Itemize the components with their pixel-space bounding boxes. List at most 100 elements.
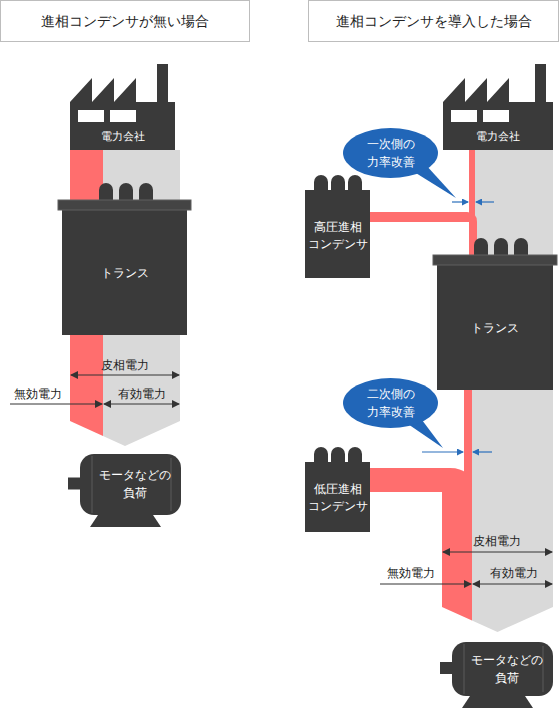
power-label: 皮相電力 [95,357,155,374]
dimension-line [10,404,102,405]
active-power-band [103,335,180,446]
active-power-band [475,150,553,255]
transformer-lid [58,200,191,210]
width-marker [476,201,494,202]
text-area: 進相コンデンサを導入した場合 [308,0,559,42]
bushing [514,238,528,256]
motor-feet [462,696,533,708]
motor-shaft [68,478,82,490]
motor-seam [464,644,465,694]
bushing [331,175,345,191]
power-company-icon: 電力会社 [70,62,175,150]
transformer-body [437,263,553,390]
capacitor-box: 低圧進相 コンデンサ [305,462,370,532]
bushing [139,183,153,201]
reactive-power-band [70,335,103,436]
dimension-line [380,584,471,585]
bushing [331,447,345,463]
transformer-body [62,208,187,335]
node-shape [343,378,438,428]
node-text: モータなどの 負荷 [467,651,547,687]
capacitor-box: 高圧進相 コンデンサ [305,190,370,278]
power-company-icon: 電力会社 [443,62,553,150]
active-power-band [103,150,180,200]
node-text: 電力会社 [476,129,520,146]
node-text: 電力会社 [101,129,145,146]
power-flow-band [70,335,180,446]
capacitor-feed [370,468,472,621]
heading-frame [309,1,559,42]
transformer-lid [433,255,557,265]
dimension-line [443,552,552,553]
text-column: 進相コンデンサを導入した場合 [336,11,532,32]
node-shape [305,462,370,532]
motor-load: モータなどの 負荷 [68,452,183,527]
bushing [348,447,362,463]
text-area: トランス [437,265,553,390]
heading-box: 進相コンデンサを導入した場合 [308,0,559,42]
power-label: 皮相電力 [467,533,527,550]
text-area: 低圧進相 コンデンサ [305,464,370,532]
power-label: 無効電力 [381,565,441,582]
text-column: 進相コンデンサが無い場合 [41,11,209,32]
node-text: トランス [101,264,149,282]
node-text: 二次側の 力率改善 [355,385,426,421]
motor-feet [90,515,161,527]
node-text: モータなどの 負荷 [95,466,175,502]
width-marker [473,451,492,452]
text-area: 電力会社 [70,126,175,148]
power-flow-band [370,468,472,621]
text-column: 電力会社 [476,129,520,146]
capacitor-body [305,190,370,278]
text-area: 進相コンデンサが無い場合 [0,0,250,42]
transformer-box: トランス [62,200,187,335]
bushing [474,238,488,256]
node-text: 進相コンデンサを導入した場合 [336,11,532,32]
motor-seam [543,646,544,692]
node-text: 低圧進相 コンデンサ [305,481,370,516]
text-column: 高圧進相 コンデンサ [305,219,370,254]
capacitor-body [305,462,370,532]
bushing [348,175,362,191]
text-area: モータなどの 負荷 [467,642,547,696]
power-flow-band [464,390,553,632]
factory-building [70,64,175,150]
factory-window [110,110,136,122]
bushing [99,183,113,201]
width-marker [452,201,468,202]
motor-shaft [440,662,454,674]
motor-seam [92,456,93,513]
text-column: モータなどの 負荷 [95,466,175,502]
motor-load: モータなどの 負荷 [440,640,555,708]
text-area: 高圧進相 コンデンサ [305,194,370,278]
power-label: 無効電力 [8,386,68,403]
callout-ellipse [343,128,438,178]
text-column: 一次側の 力率改善 [355,135,426,171]
text-column: 低圧進相 コンデンサ [305,481,370,516]
factory-window [483,110,509,122]
factory-window [451,110,477,122]
heading-frame [1,1,250,42]
reactive-power-band [70,150,103,200]
power-flow-band [70,150,180,200]
dimension-line [104,404,179,405]
node-text: トランス [471,319,519,337]
node-text: 一次側の 力率改善 [355,135,426,171]
callout-ellipse [343,378,438,428]
text-area: 一次側の 力率改善 [355,128,426,178]
power-label: 有効電力 [484,565,544,582]
callout-bubble: 二次側の 力率改善 [343,378,438,428]
motor-body [452,642,553,696]
text-area: 二次側の 力率改善 [355,378,426,428]
factory-window [78,110,104,122]
text-column: 二次側の 力率改善 [355,385,426,421]
node-shape [305,190,370,278]
width-marker [422,451,463,452]
text-column: トランス [101,264,149,282]
motor-body [80,454,181,515]
active-power-band [472,390,553,632]
node-text: 高圧進相 コンデンサ [305,219,370,254]
text-column: 電力会社 [101,129,145,146]
motor-seam [171,458,172,511]
text-column: モータなどの 負荷 [467,651,547,687]
